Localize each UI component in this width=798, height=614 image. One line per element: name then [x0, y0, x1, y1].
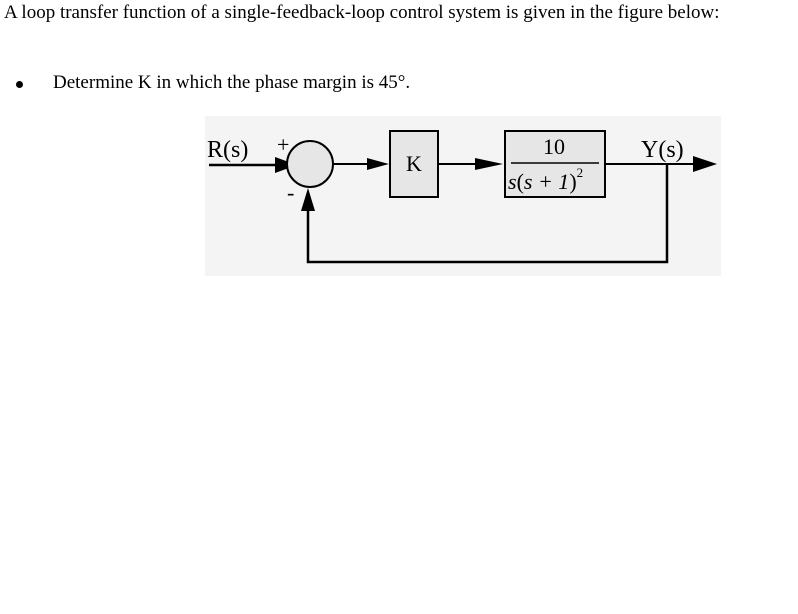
- plant-input-arrowhead-icon: [475, 158, 503, 170]
- minus-sign: -: [287, 180, 294, 205]
- plus-sign: +: [277, 132, 289, 157]
- feedback-path: [306, 164, 669, 264]
- output-label: Y(s): [641, 137, 684, 163]
- plant-denominator: s(s + 1)2: [508, 165, 583, 194]
- denominator-s: s: [508, 169, 517, 194]
- task-text: Determine K in which the phase margin is…: [53, 72, 411, 93]
- denominator-inner: s + 1: [524, 169, 569, 194]
- problem-intro: A loop transfer function of a single-fee…: [4, 2, 720, 23]
- plant-numerator: 10: [543, 134, 565, 159]
- block-diagram: R(s) + - K 10 s(s + 1)2 Y(s): [205, 116, 721, 276]
- gain-input-arrowhead-icon: [367, 158, 389, 170]
- denominator-open-paren: (: [517, 169, 524, 194]
- gain-label: K: [406, 151, 422, 176]
- input-label: R(s): [207, 137, 248, 163]
- denominator-close-paren: ): [569, 169, 576, 194]
- denominator-exponent: 2: [577, 165, 584, 180]
- bullet-icon: [16, 81, 23, 88]
- input-arrowhead-icon: [275, 157, 297, 173]
- feedback-arrowhead-icon: [301, 188, 315, 211]
- output-arrowhead-icon: [693, 156, 717, 172]
- summing-junction: [286, 140, 334, 188]
